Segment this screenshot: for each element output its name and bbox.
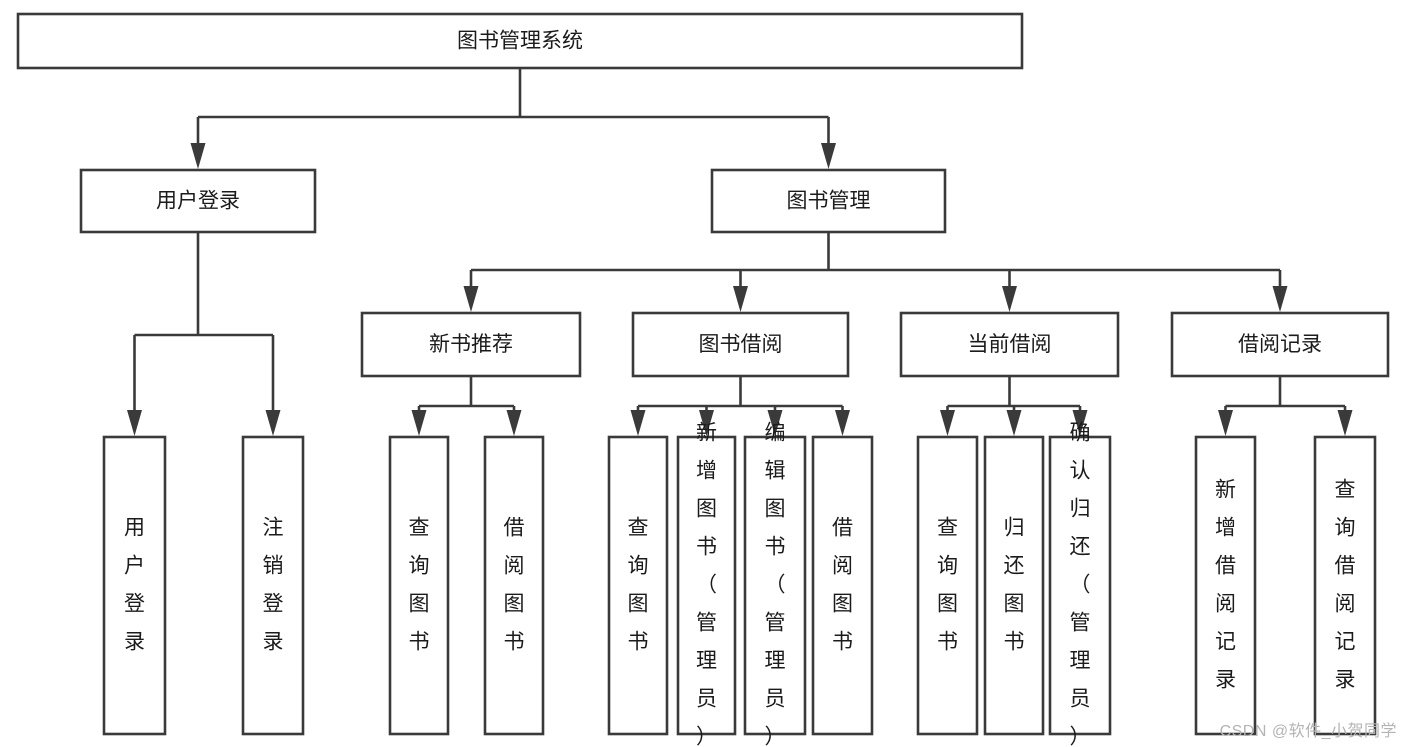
node-label: 查询借阅记录 [1335, 478, 1356, 691]
node-l-add-book-admin[interactable]: 新增图书（管理员） [676, 421, 737, 747]
node-box[interactable] [811, 435, 874, 736]
node-box[interactable] [676, 435, 737, 736]
node-box[interactable] [483, 435, 545, 736]
nodes-layer: 图书管理系统用户登录图书管理新书推荐图书借阅当前借阅借阅记录用户登录注销登录查询… [16, 12, 1390, 747]
node-label: 查询图书 [628, 516, 649, 653]
node-l-edit-book-admin[interactable]: 编辑图书（管理员） [743, 421, 807, 747]
node-label: 图书管理系统 [457, 30, 583, 53]
node-l-borrow-book[interactable]: 借阅图书 [811, 435, 874, 736]
node-l-query-book-rec[interactable]: 查询图书 [388, 435, 450, 736]
connector-group [411, 376, 522, 436]
node-label: 新书推荐 [429, 333, 513, 356]
node-box[interactable] [1048, 435, 1112, 736]
node-l-user-login[interactable]: 用户登录 [102, 435, 167, 736]
connector-group [630, 376, 850, 436]
node-label: 用户登录 [156, 190, 240, 213]
node-label: 新增图书（管理员） [696, 421, 717, 747]
node-n-current-borrow[interactable]: 当前借阅 [899, 311, 1120, 378]
node-box[interactable] [16, 12, 1024, 70]
connector-group [463, 232, 1288, 312]
node-n-book-borrow[interactable]: 图书借阅 [631, 311, 850, 378]
connector-group [127, 232, 281, 436]
node-box[interactable] [710, 168, 947, 234]
node-box[interactable] [1313, 435, 1377, 736]
node-label: 查询图书 [409, 516, 430, 653]
node-l-logout-login[interactable]: 注销登录 [241, 435, 305, 736]
node-box[interactable] [743, 435, 807, 736]
connectors-layer [127, 68, 1353, 436]
connector-group [940, 376, 1088, 436]
node-l-confirm-return-admin[interactable]: 确认归还（管理员） [1048, 421, 1112, 747]
connector-group [1218, 376, 1353, 436]
node-label: 注销登录 [263, 516, 284, 653]
node-l-add-borrow-record[interactable]: 新增借阅记录 [1194, 435, 1257, 736]
node-box[interactable] [916, 435, 979, 736]
node-label: 借阅图书 [832, 516, 853, 653]
node-box[interactable] [631, 311, 850, 378]
node-box[interactable] [360, 311, 582, 378]
node-box[interactable] [1170, 311, 1390, 378]
node-box[interactable] [388, 435, 450, 736]
node-l-query-book-cur[interactable]: 查询图书 [916, 435, 979, 736]
node-label: 借阅图书 [504, 516, 525, 653]
node-box[interactable] [241, 435, 305, 736]
connector-group [190, 68, 836, 169]
node-label: 确认归还（管理员） [1070, 421, 1091, 747]
node-label: 归还图书 [1004, 516, 1025, 653]
node-box[interactable] [1194, 435, 1257, 736]
node-n-new-book-rec[interactable]: 新书推荐 [360, 311, 582, 378]
node-box[interactable] [607, 435, 669, 736]
node-n-book-manage[interactable]: 图书管理 [710, 168, 947, 234]
node-label: 图书借阅 [699, 333, 783, 356]
node-root[interactable]: 图书管理系统 [16, 12, 1024, 70]
node-box[interactable] [102, 435, 167, 736]
node-label: 当前借阅 [968, 333, 1052, 356]
node-label: 编辑图书（管理员） [765, 421, 786, 747]
node-label: 用户登录 [124, 516, 145, 653]
node-box[interactable] [79, 168, 317, 234]
node-n-user-login[interactable]: 用户登录 [79, 168, 317, 234]
node-box[interactable] [899, 311, 1120, 378]
node-l-query-book-borrow[interactable]: 查询图书 [607, 435, 669, 736]
node-l-borrow-book-rec[interactable]: 借阅图书 [483, 435, 545, 736]
node-l-query-borrow-record[interactable]: 查询借阅记录 [1313, 435, 1377, 736]
node-box[interactable] [983, 435, 1045, 736]
node-label: 图书管理 [787, 190, 871, 213]
node-label: 查询图书 [937, 516, 958, 653]
node-label: 新增借阅记录 [1215, 478, 1236, 691]
node-n-borrow-record[interactable]: 借阅记录 [1170, 311, 1390, 378]
node-label: 借阅记录 [1238, 333, 1322, 356]
node-l-return-book[interactable]: 归还图书 [983, 435, 1045, 736]
